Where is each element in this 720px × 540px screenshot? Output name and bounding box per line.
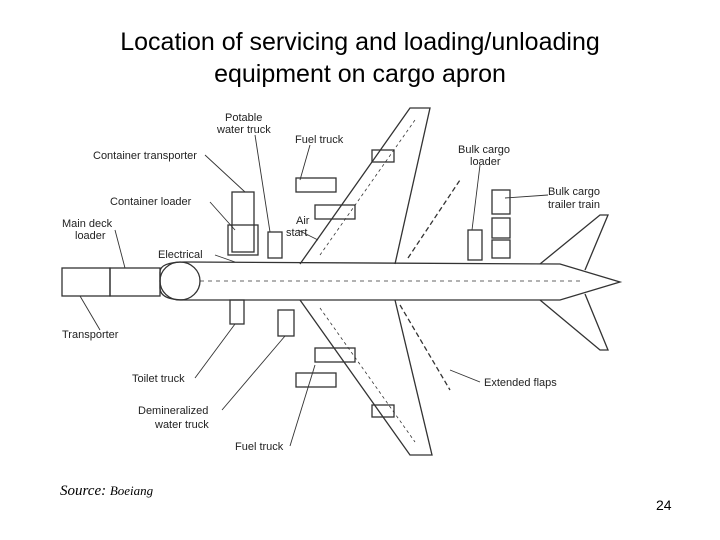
label-container-transporter: Container transporter [93, 150, 197, 162]
label-electrical: Electrical [158, 249, 203, 261]
label-toilet-truck: Toilet truck [132, 373, 185, 385]
label-fuel-truck-bottom: Fuel truck [235, 441, 284, 453]
title-line-2: equipment on cargo apron [214, 60, 506, 88]
label-container-loader: Container loader [110, 196, 192, 208]
title-line-1: Location of servicing and loading/unload… [120, 28, 600, 56]
label-transporter: Transporter [62, 329, 119, 341]
label-bulk-cargo-trailer: trailer train [548, 199, 600, 211]
engine [314, 347, 356, 363]
nose [159, 261, 201, 301]
engine [295, 372, 337, 388]
cargo-apron-diagram: Potable water truck Fuel truck Container… [61, 107, 623, 456]
engine [314, 204, 356, 220]
extended-flaps [407, 179, 461, 259]
lower-wing [299, 299, 433, 456]
container-loader-base [227, 224, 259, 256]
label-bulk-cargo-trailer: Bulk cargo [548, 186, 600, 198]
bulk-cargo-trailer [491, 189, 511, 215]
label-extended-flaps: Extended flaps [484, 377, 557, 389]
bulk-cargo-trailer [491, 239, 511, 259]
toilet-truck [229, 299, 245, 325]
slide-title: Location of servicing and loading/unload… [0, 26, 720, 90]
lower-stabilizer [539, 293, 609, 351]
engine [295, 177, 337, 193]
extended-flaps [399, 304, 451, 391]
bulk-cargo-trailer [491, 217, 511, 239]
label-demineralized-water-truck: water truck [154, 419, 209, 431]
container-loader [231, 191, 255, 253]
label-demineralized-water-truck: Demineralized [138, 405, 208, 417]
engine [371, 149, 395, 163]
label-main-deck-loader: Main deck [62, 218, 113, 230]
transporter [61, 267, 111, 297]
bulk-cargo-loader [467, 229, 483, 261]
label-bulk-cargo-loader: loader [470, 156, 501, 168]
label-bulk-cargo-loader: Bulk cargo [458, 144, 510, 156]
upper-wing [299, 107, 431, 265]
label-fuel-truck-top: Fuel truck [295, 134, 344, 146]
potable-water-truck [267, 231, 283, 259]
label-potable-water-truck: water truck [216, 124, 271, 136]
page-number: 24 [656, 497, 672, 513]
engine [371, 404, 395, 418]
source-note: Source: Boeiang [60, 483, 153, 500]
source-label: Source: [60, 483, 107, 499]
demineralized-water-truck [277, 309, 295, 337]
upper-stabilizer [539, 214, 609, 271]
label-potable-water-truck: Potable [225, 112, 262, 124]
main-deck-loader [109, 267, 161, 297]
fuselage [159, 261, 623, 301]
label-air-start: Air [296, 215, 310, 227]
source-name: Boeiang [109, 483, 154, 498]
label-main-deck-loader: loader [75, 230, 106, 242]
label-air-start: start [286, 227, 307, 239]
